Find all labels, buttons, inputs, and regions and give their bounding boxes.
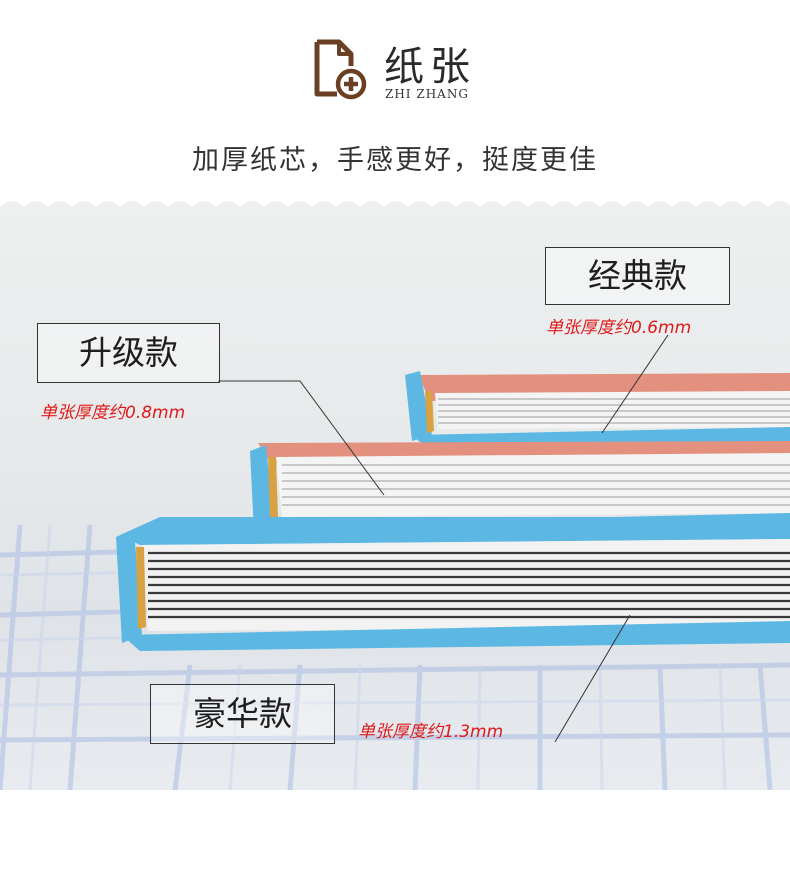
thickness-classic: 单张厚度约0.6mm — [546, 318, 692, 338]
product-photo — [0, 195, 790, 790]
document-plus-icon — [314, 39, 367, 100]
thickness-deluxe: 单张厚度约1.3mm — [358, 722, 504, 742]
footer-space — [0, 790, 790, 880]
book-classic — [405, 371, 790, 451]
label-deluxe: 豪华款 — [150, 684, 335, 744]
page-title-english: ZHI ZHANG — [385, 87, 469, 101]
label-classic: 经典款 — [545, 247, 730, 305]
book-deluxe — [116, 517, 790, 651]
subtitle: 加厚纸芯，手感更好，挺度更佳 — [192, 145, 598, 176]
thickness-upgrade: 单张厚度约0.8mm — [40, 403, 186, 423]
photo-illustration — [0, 195, 790, 790]
header: 纸张 ZHI ZHANG 加厚纸芯，手感更好，挺度更佳 — [0, 0, 790, 200]
label-upgrade: 升级款 — [37, 323, 220, 383]
page-title: 纸张 — [384, 44, 476, 90]
